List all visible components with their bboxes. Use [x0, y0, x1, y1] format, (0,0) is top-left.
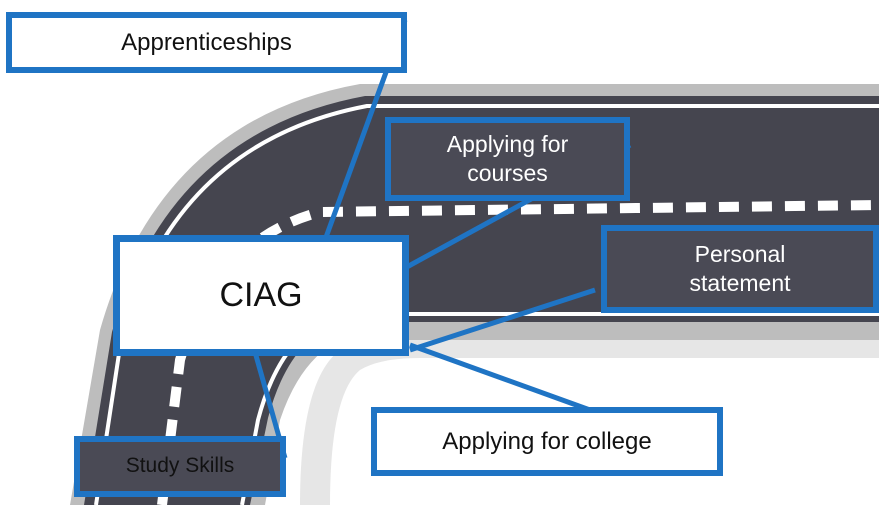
ciag-box: CIAG — [113, 235, 409, 356]
connector-applying-college — [409, 342, 591, 413]
study-skills-box: Study Skills — [74, 436, 286, 497]
applying-college-label: Applying for college — [442, 427, 652, 455]
personal-statement-line1: Personal — [694, 241, 786, 268]
study-skills-label: Study Skills — [125, 454, 235, 478]
applying-college-box: Applying for college — [371, 407, 723, 476]
apprenticeships-label: Apprenticeships — [121, 28, 292, 56]
ciag-label: CIAG — [219, 276, 303, 315]
apprenticeships-box: Apprenticeships — [6, 12, 407, 73]
road-centre-dash — [157, 200, 879, 505]
applying-courses-line1: Applying for — [446, 131, 569, 158]
road-asphalt — [84, 96, 879, 505]
applying-courses-line2: courses — [467, 160, 548, 186]
applying-courses-box: Applying for courses — [385, 117, 630, 201]
connector-personal-statement — [409, 287, 596, 353]
personal-statement-line2: statement — [689, 270, 791, 296]
personal-statement-box: Personal statement — [601, 225, 879, 313]
